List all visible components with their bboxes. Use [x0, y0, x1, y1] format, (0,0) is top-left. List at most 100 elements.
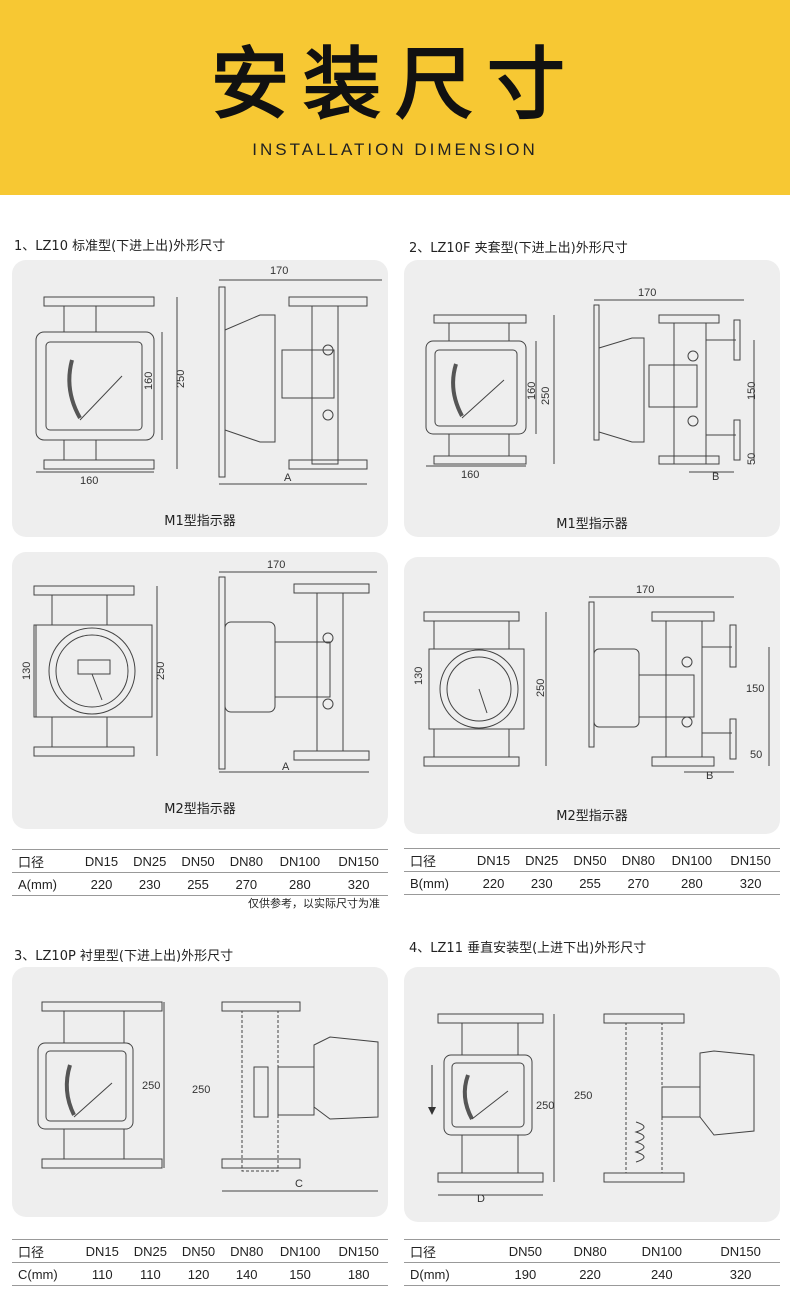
- lz10f-m1-dim-50: 50: [746, 453, 758, 465]
- lz10f-m1-dim-250: 250: [540, 387, 552, 405]
- dimension-table-c: 口径 DN15 DN25 DN50 DN80 DN100 DN150 C(mm)…: [12, 1239, 388, 1286]
- lz10f-m2-drawing: 170 130 250 150 50 B: [413, 584, 770, 782]
- table-cell: 230: [125, 872, 174, 896]
- table-header-cell: DN80: [222, 849, 271, 873]
- table-cell: 240: [622, 1262, 702, 1286]
- page-subtitle: INSTALLATION DIMENSION: [252, 140, 538, 159]
- lz10f-m2-label: M2型指示器: [556, 809, 628, 824]
- table-header-cell: 口径: [12, 849, 78, 873]
- table-header-cell: DN25: [517, 848, 566, 872]
- table-header-cell: DN25: [125, 849, 174, 873]
- lz10f-m1-dim-160w: 160: [461, 469, 479, 481]
- table-header-cell: DN50: [565, 848, 615, 872]
- lz10f-m1-dim-170: 170: [638, 287, 656, 299]
- table-header-cell: DN15: [78, 1239, 127, 1263]
- table-cell: 220: [77, 872, 126, 896]
- table-header-cell: DN80: [557, 1239, 623, 1263]
- table-header-cell: DN150: [721, 848, 780, 872]
- lz10p-drawing: 250 250 C: [37, 1001, 379, 1192]
- lz11-drawing: 250 250 D: [428, 1013, 755, 1205]
- lz11-dim-250-front: 250: [536, 1100, 554, 1112]
- table-cell: C(mm): [12, 1262, 79, 1286]
- table-cell: 230: [517, 871, 566, 895]
- table-header-cell: DN150: [701, 1239, 780, 1263]
- diagram-lz10f-m1: 170 160 250 160 150 50 B M1型指示器: [404, 260, 780, 537]
- table-row: A(mm) 220 230 255 270 280 320: [12, 872, 388, 896]
- diagram-lz10-m1: 170 160 250 160 A M1型指示器: [12, 260, 388, 537]
- table-row: B(mm) 220 230 255 270 280 320: [404, 871, 780, 895]
- lz10-m1-dim-170: 170: [270, 265, 288, 277]
- table-cell: 280: [270, 872, 330, 896]
- table-cell: 255: [173, 872, 223, 896]
- table-cell: 280: [662, 871, 722, 895]
- table-cell: 180: [329, 1262, 388, 1286]
- lz10-m2-dim-a: A: [282, 761, 290, 773]
- table-row: D(mm) 190 220 240 320: [404, 1262, 780, 1286]
- table-cell: D(mm): [404, 1262, 493, 1286]
- section-title-lz10f: 2、LZ10F 夹套型(下进上出)外形尺寸: [409, 241, 628, 256]
- lz11-dim-d: D: [477, 1193, 485, 1205]
- table-header-cell: DN25: [126, 1239, 175, 1263]
- lz10-m1-dim-160w: 160: [80, 475, 98, 487]
- diagram-lz10f-m2: 170 130 250 150 50 B M2型指示器: [404, 557, 780, 834]
- table-cell: 190: [492, 1262, 558, 1286]
- lz10f-m2-dim-b: B: [706, 770, 713, 782]
- table-header-cell: DN15: [469, 848, 518, 872]
- table-cell: B(mm): [404, 871, 470, 895]
- table-cell: 140: [222, 1262, 271, 1286]
- table-cell: 220: [469, 871, 518, 895]
- dimension-table-d: 口径 DN50 DN80 DN100 DN150 D(mm) 190 220 2…: [404, 1239, 780, 1286]
- table-row: C(mm) 110 110 120 140 150 180: [12, 1262, 388, 1286]
- section-title-lz11: 4、LZ11 垂直安装型(上进下出)外形尺寸: [409, 941, 647, 956]
- table-header-cell: 口径: [404, 1239, 493, 1263]
- lz10-m1-drawing: 170 160 250 160 A: [35, 265, 382, 487]
- lz10f-m2-dim-250: 250: [535, 679, 547, 697]
- section-title-lz10: 1、LZ10 标准型(下进上出)外形尺寸: [14, 239, 226, 254]
- flow-down-arrow-icon: [428, 1107, 436, 1115]
- table-cell: 320: [701, 1262, 780, 1286]
- table-cell: 255: [565, 871, 615, 895]
- table-header-row: 口径 DN15 DN25 DN50 DN80 DN100 DN150: [404, 848, 780, 872]
- dimension-table-b: 口径 DN15 DN25 DN50 DN80 DN100 DN150 B(mm)…: [404, 848, 780, 895]
- table-header-cell: DN50: [173, 849, 223, 873]
- table-header-cell: DN80: [614, 848, 663, 872]
- table-cell: 110: [126, 1262, 175, 1286]
- table-header-cell: 口径: [404, 848, 470, 872]
- table-cell: 320: [329, 872, 388, 896]
- lz10f-m1-dim-150: 150: [746, 382, 758, 400]
- lz10f-m2-dim-130: 130: [413, 667, 425, 685]
- lz10f-m1-dim-b: B: [712, 471, 719, 483]
- table-header-cell: DN50: [174, 1239, 223, 1263]
- table-cell: A(mm): [12, 872, 78, 896]
- table-header-row: 口径 DN15 DN25 DN50 DN80 DN100 DN150: [12, 849, 388, 873]
- table-header-cell: DN100: [622, 1239, 702, 1263]
- table-cell: 150: [270, 1262, 330, 1286]
- lz10-m2-drawing: 170 130 250 A: [21, 559, 377, 773]
- table-header-cell: 口径: [12, 1239, 79, 1263]
- lz10p-dim-250-front: 250: [142, 1080, 160, 1092]
- table-cell: 220: [557, 1262, 623, 1286]
- dimension-table-a: 口径 DN15 DN25 DN50 DN80 DN100 DN150 A(mm)…: [12, 849, 388, 896]
- table-cell: 270: [614, 871, 663, 895]
- table-header-cell: DN80: [222, 1239, 271, 1263]
- table-header-cell: DN100: [270, 849, 330, 873]
- lz10-m1-dim-a: A: [284, 472, 292, 484]
- table-header-cell: DN150: [329, 1239, 388, 1263]
- lz10-m2-dim-250: 250: [155, 662, 167, 680]
- table-header-cell: DN100: [662, 848, 722, 872]
- table-header-cell: DN50: [492, 1239, 558, 1263]
- section-title-lz10p: 3、LZ10P 衬里型(下进上出)外形尺寸: [14, 949, 234, 964]
- lz10f-m2-dim-170: 170: [636, 584, 654, 596]
- table-header-row: 口径 DN50 DN80 DN100 DN150: [404, 1239, 780, 1263]
- table-cell: 320: [721, 871, 780, 895]
- lz11-dim-250-side: 250: [574, 1090, 592, 1102]
- lz10-m2-label: M2型指示器: [164, 802, 236, 817]
- lz10f-m1-label: M1型指示器: [556, 517, 628, 532]
- lz10f-m1-drawing: 170 160 250 160 150 50 B: [425, 287, 758, 483]
- reference-note: 仅供参考，以实际尺寸为准: [248, 897, 380, 910]
- table-header-cell: DN150: [329, 849, 388, 873]
- lz10f-m2-dim-150: 150: [746, 683, 764, 695]
- table-header-row: 口径 DN15 DN25 DN50 DN80 DN100 DN150: [12, 1239, 388, 1263]
- diagram-lz10p: 250 250 C: [12, 967, 388, 1217]
- table-cell: 270: [222, 872, 271, 896]
